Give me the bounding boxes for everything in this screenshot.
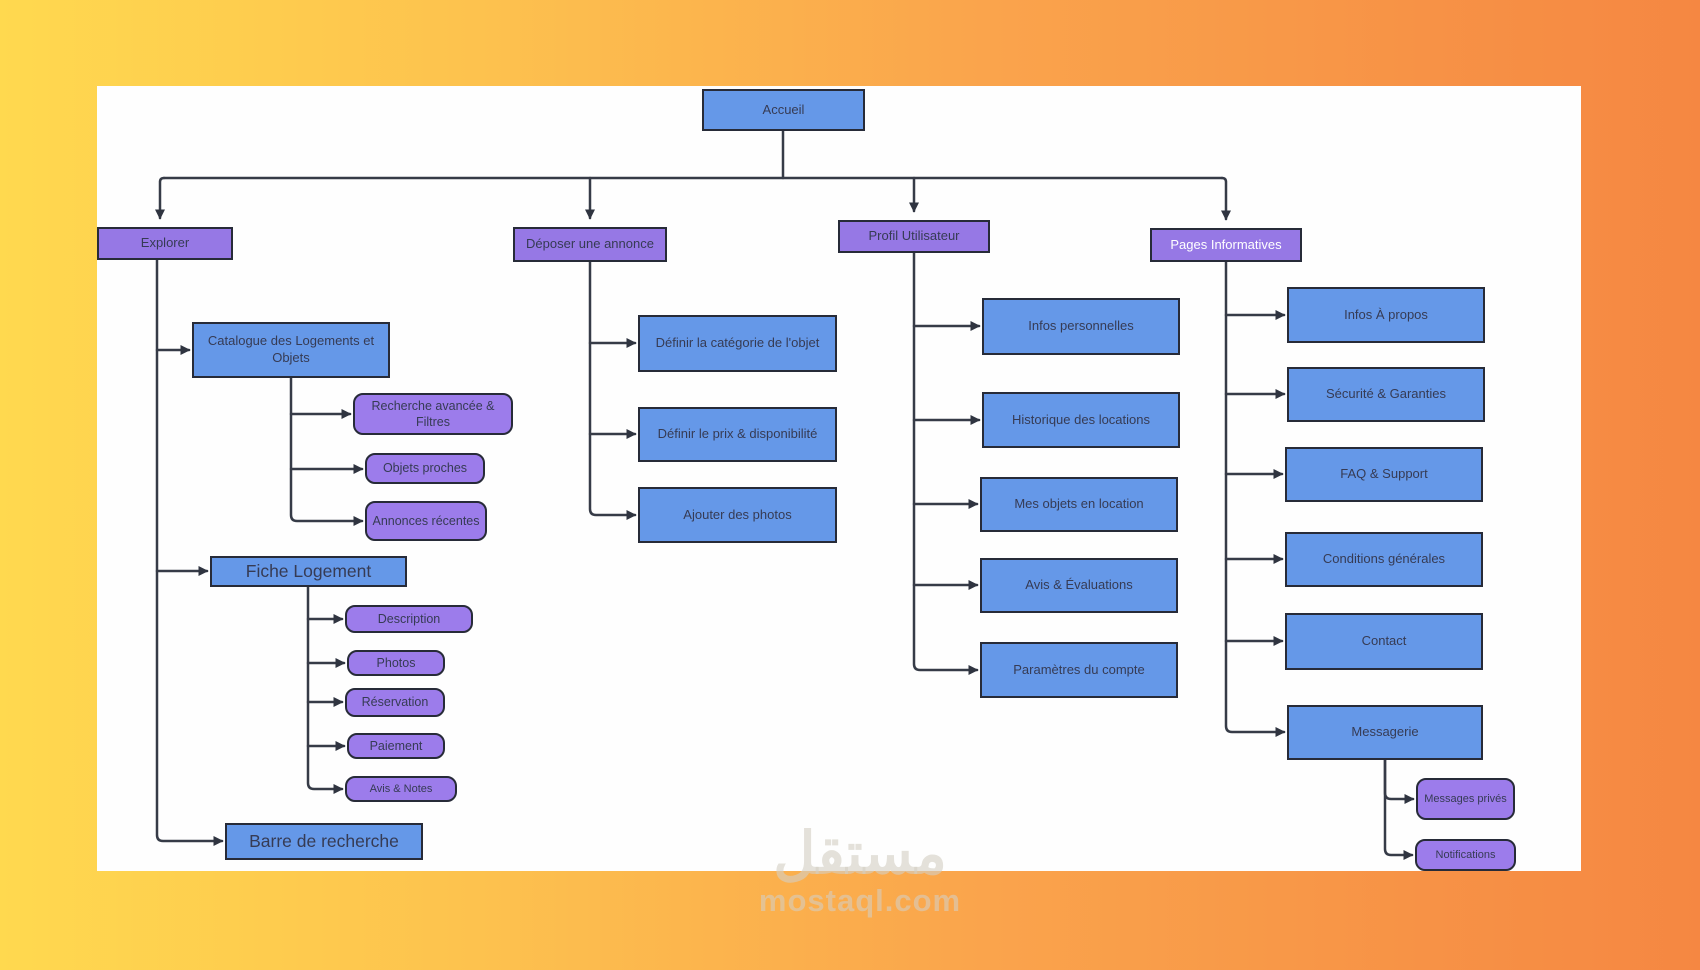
node-messagerie: Messagerie [1287,705,1483,760]
wire-to-notifications [1383,758,1414,860]
node-notifications: Notifications [1415,839,1516,871]
wire-to-avis-notes [306,585,344,794]
node-recherche-avancee: Recherche avancée & Filtres [353,393,513,435]
node-contact: Contact [1285,613,1483,670]
node-profil-utilisateur: Profil Utilisateur [838,220,990,253]
node-avis-evaluations: Avis & Évaluations [980,558,1178,613]
node-infos-apropos: Infos À propos [1287,287,1485,343]
node-messages-prives: Messages privés [1416,778,1515,820]
node-catalogue: Catalogue des Logements et Objets [192,322,390,378]
node-paiement: Paiement [347,733,445,759]
node-conditions-generales: Conditions générales [1285,532,1483,587]
node-parametres-compte: Paramètres du compte [980,642,1178,698]
node-photos: Photos [347,650,445,676]
node-explorer: Explorer [97,227,233,260]
node-reservation: Réservation [345,688,445,717]
wire-to-annonces [289,376,364,526]
node-definir-prix: Définir le prix & disponibilité [638,407,837,462]
wire-to-pages [1220,176,1231,221]
node-objets-proches: Objets proches [365,453,485,484]
watermark: مستقل mostaql.com [700,821,1020,918]
node-avis-notes: Avis & Notes [345,776,457,802]
wire-to-messagerie [1224,260,1286,737]
node-fiche-logement: Fiche Logement [210,556,407,587]
wire-to-parametres [912,251,979,675]
node-pages-informatives: Pages Informatives [1150,228,1302,262]
node-mes-objets-location: Mes objets en location [980,477,1178,532]
node-deposer-annonce: Déposer une annonce [513,227,667,262]
node-accueil: Accueil [702,89,865,131]
wire-to-messages-prives [1383,758,1415,804]
wire-to-explorer [155,176,166,220]
diagram-canvas: Accueil Explorer Déposer une annonce Pro… [97,86,1581,871]
node-historique-locations: Historique des locations [982,392,1180,448]
node-ajouter-photos: Ajouter des photos [638,487,837,543]
node-faq-support: FAQ & Support [1285,447,1483,502]
node-barre-recherche: Barre de recherche [225,823,423,860]
node-annonces-recentes: Annonces récentes [365,501,487,541]
node-securite-garanties: Sécurité & Garanties [1287,367,1485,422]
node-definir-categorie: Définir la catégorie de l'objet [638,315,837,372]
node-description: Description [345,605,473,633]
node-infos-personnelles: Infos personnelles [982,298,1180,355]
watermark-domain: mostaql.com [758,882,962,918]
wire-to-ajouter-photos [588,260,637,520]
watermark-arabic-logo: مستقل [773,821,947,886]
